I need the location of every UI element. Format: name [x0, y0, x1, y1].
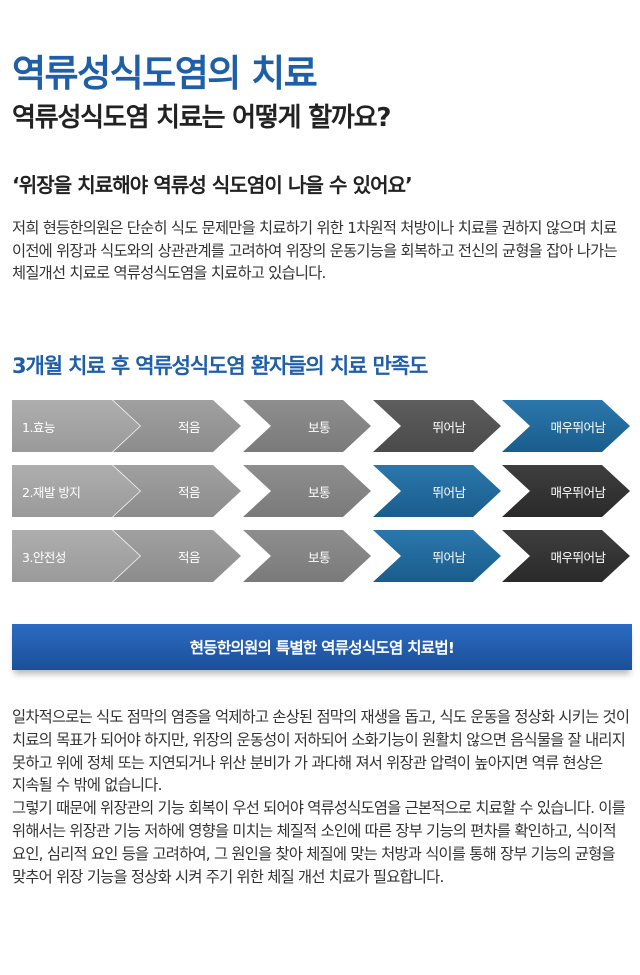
rating-cell-very-excellent: 매우뛰어남 — [502, 465, 630, 517]
rating-cell-excellent: 뛰어남 — [373, 465, 501, 517]
rating-cell-normal: 보통 — [243, 530, 371, 582]
rating-cell-excellent: 뛰어남 — [373, 400, 501, 452]
treatment-description: 일차적으로는 식도 점막의 염증을 억제하고 손상된 점막의 재생을 돕고, 식… — [12, 706, 634, 888]
intro-paragraph: 저희 현등한의원은 단순히 식도 문제만을 치료하기 위한 1차원적 처방이나 … — [12, 219, 618, 282]
rating-cell-normal: 보통 — [243, 400, 371, 452]
satisfaction-rating-grid: 1.효능 적음 보통 뛰어남 매우뛰어남 2.재발 방지 적음 보통 뛰어남 매… — [12, 400, 632, 584]
rating-row-label: 3.안전성 — [12, 530, 140, 582]
rating-row-safety: 3.안전성 적음 보통 뛰어남 매우뛰어남 — [12, 530, 632, 582]
rating-row-relapse-prevention: 2.재발 방지 적음 보통 뛰어남 매우뛰어남 — [12, 465, 632, 517]
rating-row-label: 1.효능 — [12, 400, 140, 452]
rating-cell-very-excellent: 매우뛰어남 — [502, 400, 630, 452]
satisfaction-title: 3개월 치료 후 역류성식도염 환자들의 치료 만족도 — [12, 354, 428, 378]
quote-heading: ‘위장을 치료해야 역류성 식도염이 나을 수 있어요’ — [12, 173, 413, 197]
treatment-banner: 현등한의원의 특별한 역류성식도염 치료법! — [12, 624, 632, 670]
page-title: 역류성식도염의 치료 — [12, 52, 318, 95]
rating-cell-normal: 보통 — [243, 465, 371, 517]
rating-row-label: 2.재발 방지 — [12, 465, 140, 517]
rating-row-efficacy: 1.효능 적음 보통 뛰어남 매우뛰어남 — [12, 400, 632, 452]
page-subtitle: 역류성식도염 치료는 어떻게 할까요? — [12, 103, 391, 133]
treatment-paragraph-2: 그렇기 때문에 위장관의 기능 회복이 우선 되어야 역류성식도염을 근본적으로… — [12, 799, 626, 886]
treatment-paragraph-1: 일차적으로는 식도 점막의 염증을 억제하고 손상된 점막의 재생을 돕고, 식… — [12, 708, 630, 795]
rating-cell-excellent: 뛰어남 — [373, 530, 501, 582]
rating-cell-very-excellent: 매우뛰어남 — [502, 530, 630, 582]
